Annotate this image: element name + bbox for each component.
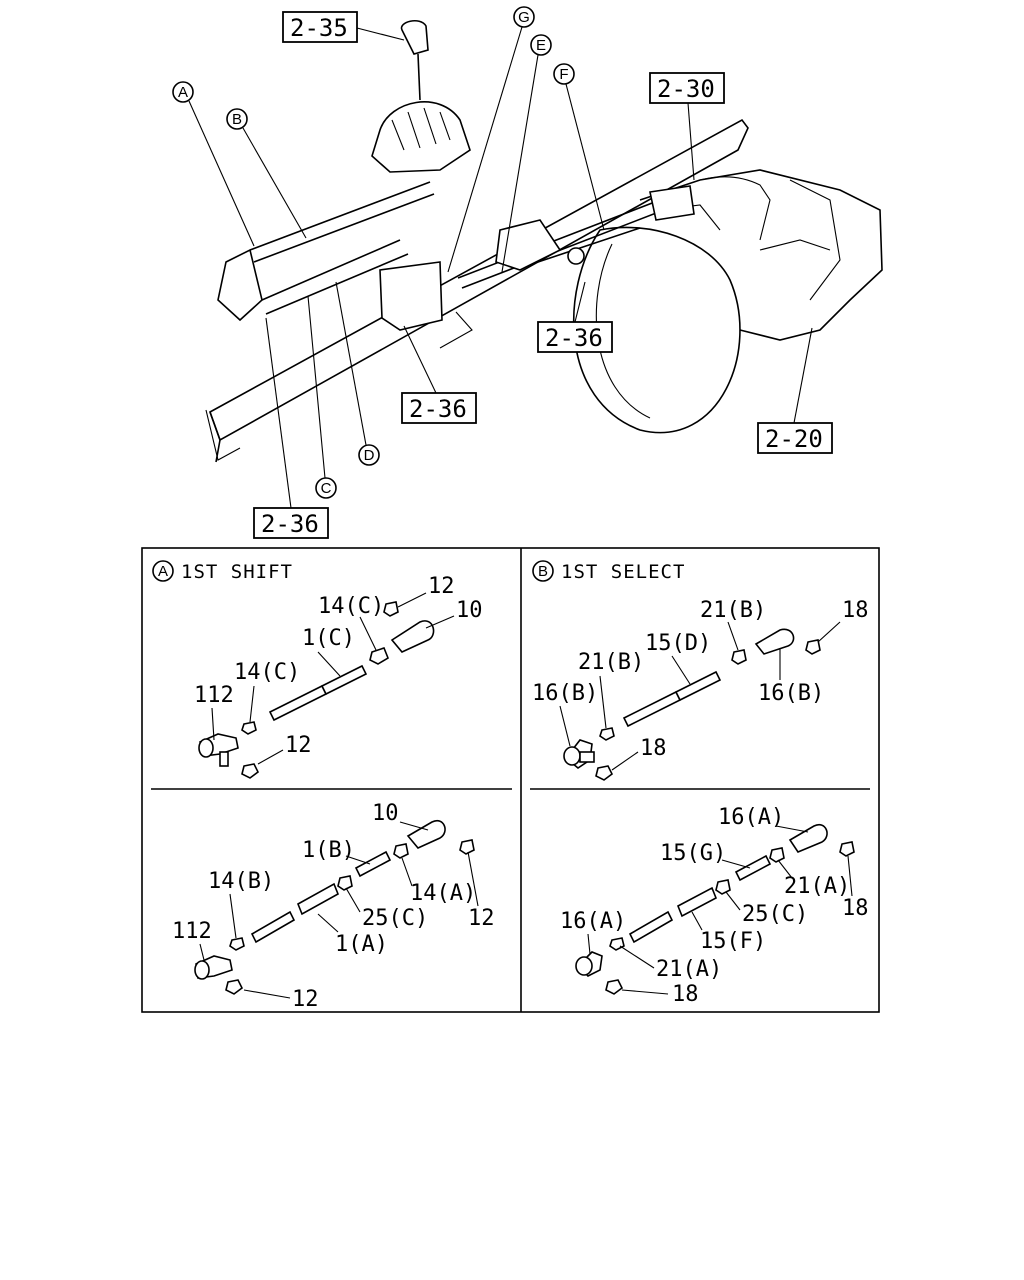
part-number: 15(G) [660, 841, 726, 866]
ref-label: 2-36 [409, 395, 467, 423]
ref-label: 2-36 [261, 510, 319, 538]
part-number: 25(C) [742, 902, 808, 927]
panel-select-header: B 1ST SELECT [532, 560, 685, 583]
callout-letter: A [178, 84, 188, 101]
part-number: 21(B) [700, 598, 766, 623]
part-number: 10 [372, 801, 399, 826]
part-number: 112 [172, 919, 212, 944]
part-number: 1(B) [302, 838, 355, 863]
part-number: 16(B) [758, 681, 824, 706]
part-number: 16(A) [718, 805, 784, 830]
part-number: 12 [285, 733, 312, 758]
panel-marker: A [158, 563, 168, 580]
part-number: 1(C) [302, 626, 355, 651]
callout-letter: C [321, 480, 332, 497]
shift-upper-labels: 12 14(C) 10 1(C) 14(C) 112 12 [194, 574, 483, 765]
shift-lower-labels: 10 1(B) 14(B) 14(A) 25(C) 12 112 1(A) 12 [172, 801, 495, 1012]
part-number: 14(A) [410, 881, 476, 906]
callout-letter: G [518, 9, 530, 26]
part-number: 112 [194, 683, 234, 708]
detail-panels-frame [141, 547, 880, 1013]
callout-letter: F [559, 66, 568, 83]
part-number: 12 [428, 574, 455, 599]
part-number: 14(C) [318, 594, 384, 619]
assembly-illustration [205, 19, 883, 463]
callout-letter: E [536, 37, 546, 54]
part-number: 18 [842, 598, 869, 623]
part-number: 12 [468, 906, 495, 931]
part-number: 21(A) [656, 957, 722, 982]
ref-label: 2-36 [545, 324, 603, 352]
reference-leaders [265, 27, 813, 509]
panel-title: 1ST SELECT [561, 561, 685, 583]
part-number: 14(C) [234, 660, 300, 685]
select-lower-parts [575, 823, 855, 995]
shift-upper-parts [198, 601, 435, 779]
part-number: 16(B) [532, 681, 598, 706]
letter-callouts: A B C D E F G [172, 6, 605, 499]
select-lower-labels: 16(A) 15(G) 21(A) 18 25(C) 16(A) 15(F) 2… [560, 805, 869, 1007]
part-number: 18 [842, 896, 869, 921]
part-number: 12 [292, 987, 319, 1012]
part-number: 10 [456, 598, 483, 623]
reference-boxes: 2-35 2-30 2-36 2-36 2-36 2-20 [253, 11, 833, 539]
select-upper-parts [563, 628, 821, 781]
part-number: 15(D) [645, 631, 711, 656]
part-number: 14(B) [208, 869, 274, 894]
part-number: 18 [672, 982, 699, 1007]
shift-lower-parts [194, 819, 475, 995]
panel-title: 1ST SHIFT [181, 561, 293, 583]
part-number: 1(A) [335, 932, 388, 957]
part-number: 21(A) [784, 874, 850, 899]
select-upper-labels: 21(B) 18 15(D) 21(B) 16(B) 16(B) 18 [532, 598, 869, 771]
callout-letter: D [364, 447, 375, 464]
part-number: 25(C) [362, 906, 428, 931]
callout-letter: B [232, 111, 242, 128]
ref-label: 2-30 [657, 75, 715, 103]
ref-label: 2-35 [290, 14, 348, 42]
part-number: 18 [640, 736, 667, 761]
part-number: 21(B) [578, 650, 644, 675]
ref-label: 2-20 [765, 425, 823, 453]
panel-marker: B [538, 563, 548, 580]
part-number: 15(F) [700, 929, 766, 954]
panel-shift-header: A 1ST SHIFT [152, 560, 293, 583]
part-number: 16(A) [560, 909, 626, 934]
